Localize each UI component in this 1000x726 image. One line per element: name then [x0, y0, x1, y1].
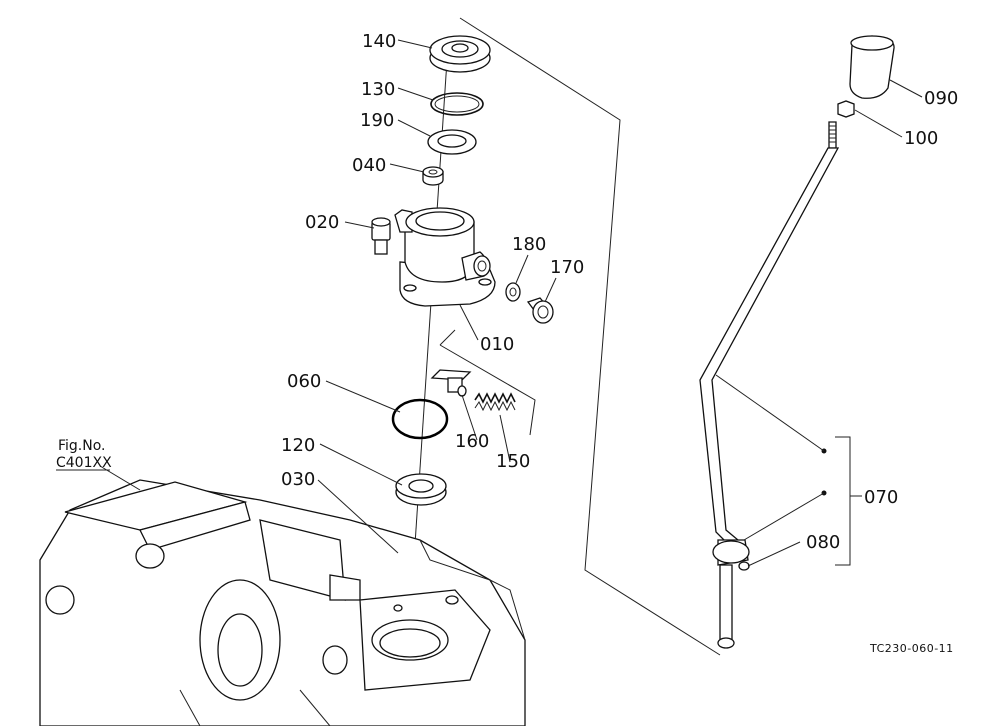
- callout-180: 180: [512, 234, 546, 255]
- callout-140: 140: [362, 31, 396, 52]
- callout-labels: 140 130 190 040 020 180 170 010 060 160 …: [281, 31, 958, 553]
- drawing-code: TC230-060-11: [869, 642, 954, 655]
- part-020-bolt: [371, 217, 391, 255]
- callout-170: 170: [550, 257, 584, 278]
- callout-080: 080: [806, 532, 840, 553]
- part-180-washer: [505, 282, 521, 302]
- callout-030: 030: [281, 469, 315, 490]
- part-150-spring: [474, 392, 516, 412]
- part-010-lever-housing: [394, 207, 496, 307]
- figure-ref-line1: Fig.No.: [58, 438, 106, 454]
- callout-160: 160: [455, 431, 489, 452]
- part-040-bushing: [422, 166, 444, 186]
- part-140-bearing-cap: [429, 35, 491, 73]
- part-090-shift-knob: [849, 35, 895, 99]
- callout-130: 130: [361, 79, 395, 100]
- part-170-plug-bolt: [526, 297, 554, 324]
- part-160-detent-pin: [430, 369, 472, 397]
- callout-150: 150: [496, 451, 530, 472]
- callout-010: 010: [480, 334, 514, 355]
- callout-190: 190: [360, 110, 394, 131]
- part-100-nut: [837, 100, 855, 118]
- transmission-case: [39, 479, 526, 726]
- part-060-o-ring: [391, 398, 449, 440]
- figure-ref-line2: C401XX: [56, 455, 112, 471]
- callout-060: 060: [287, 371, 321, 392]
- part-080-pin: [738, 561, 750, 571]
- callout-020: 020: [305, 212, 339, 233]
- leader-lines: [99, 39, 923, 567]
- callout-040: 040: [352, 155, 386, 176]
- callout-100: 100: [904, 128, 938, 149]
- bracket-070: [715, 374, 862, 566]
- callout-120: 120: [281, 435, 315, 456]
- part-070-shift-lever: [699, 121, 840, 649]
- callout-090: 090: [924, 88, 958, 109]
- part-130-snap-ring: [430, 92, 484, 116]
- assembly-guide-lines: [409, 17, 721, 656]
- figure-reference: Fig.No. C401XX: [56, 438, 112, 471]
- part-120-bearing: [395, 473, 447, 506]
- callout-070: 070: [864, 487, 898, 508]
- part-190-washer: [427, 129, 477, 155]
